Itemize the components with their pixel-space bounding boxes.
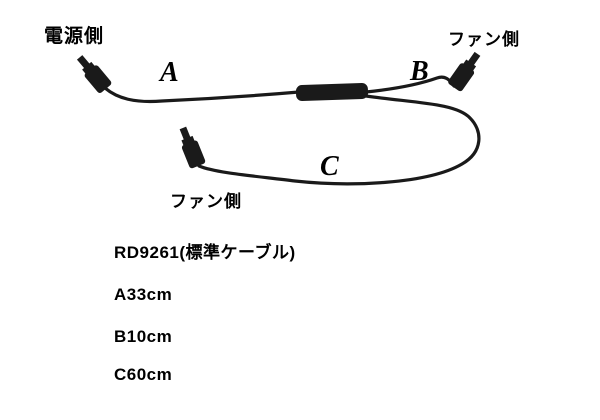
fan-plug-mid-icon [179, 126, 206, 169]
length-b-text: B10cm [114, 327, 173, 346]
segment-b-label: B [410, 56, 429, 87]
cable-a-path [103, 86, 301, 104]
fan-side-mid-label: ファン側 [170, 192, 242, 211]
segment-a-label: A [160, 57, 179, 88]
power-plug-icon [76, 55, 112, 93]
cable-splitter [295, 82, 369, 102]
power-side-label: 電源側 [44, 26, 105, 47]
fan-plug-top-icon [448, 51, 481, 92]
length-a-text: A33cm [114, 285, 173, 304]
model-text: RD9261(標準ケーブル) [114, 243, 296, 262]
cable-c-path [197, 94, 481, 186]
fan-side-top-label: ファン側 [448, 30, 520, 49]
segment-c-label: C [320, 151, 339, 182]
length-c-text: C60cm [114, 365, 173, 384]
